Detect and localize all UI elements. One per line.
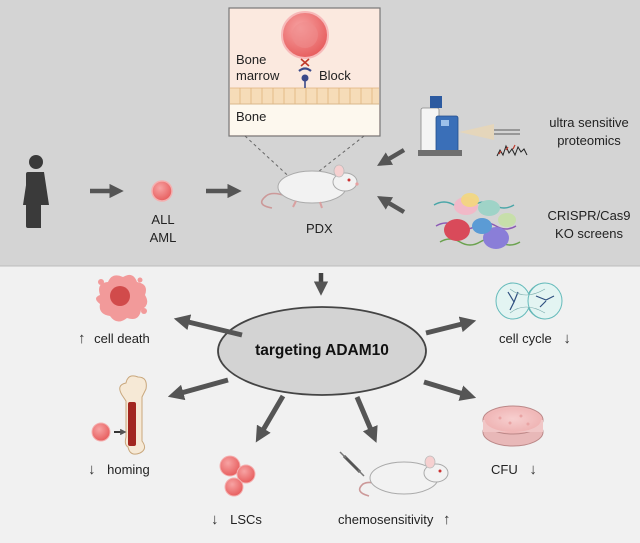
cell-death-direction: ↑ (78, 330, 86, 347)
arrow-to-cell-cycle (425, 316, 477, 336)
cell-death-label: cell death (94, 331, 150, 346)
central-ellipse (217, 306, 427, 396)
crispr-cas9-icon (433, 193, 521, 249)
pdx-label: PDX (306, 221, 333, 236)
pdx-mouse-icon (260, 164, 359, 209)
chemosensitivity-label: chemosensitivity (338, 512, 434, 527)
lscs-label: LSCs (230, 512, 262, 527)
homing-label: homing (107, 462, 150, 477)
arrow-to-lscs (255, 394, 286, 443)
lscs-outcome: ↓ LSCs (211, 512, 262, 528)
cfu-outcome: CFU ↓ (491, 462, 537, 478)
targeting-adam10-label: targeting ADAM10 (255, 342, 389, 359)
crispr-label: CRISPR/Cas9 KO screens (547, 208, 631, 241)
syringe-icon (342, 454, 362, 474)
cfu-direction: ↓ (529, 461, 537, 478)
cell-death-outcome: ↑ cell death (78, 331, 150, 347)
cfu-dish-icon (482, 405, 544, 447)
bone-marrow-label: Bone marrow (236, 52, 280, 83)
cfu-label: CFU (491, 462, 518, 477)
lscs-direction: ↓ (211, 511, 219, 528)
bone-marrow-inset (228, 7, 381, 137)
proteomics-label: ultra sensitive proteomics (549, 115, 629, 148)
cell-cycle-icon (495, 282, 563, 320)
cell-cycle-outcome: cell cycle ↓ (499, 331, 571, 347)
block-label: Block (319, 68, 351, 83)
arrow-to-cfu (423, 379, 477, 401)
cell-cycle-label: cell cycle (499, 331, 552, 346)
arrow-to-homing (167, 377, 229, 401)
arrow-to-cell-death (173, 314, 243, 338)
cell-cycle-direction: ↓ (563, 330, 571, 347)
patient-icon (23, 155, 49, 228)
leukemia-cell-icon (151, 180, 173, 202)
homing-leukemia-cell (91, 422, 111, 442)
leukemia-label: ALL AML (149, 212, 177, 245)
lsc-cells-icon (219, 455, 256, 497)
cell-death-icon (96, 274, 148, 322)
arrow-proteomics-to-pdx (377, 148, 406, 166)
chemosensitivity-outcome: chemosensitivity ↑ (338, 512, 451, 528)
mass-spectrometer-icon (418, 96, 528, 157)
arrow-to-chemosensitivity (354, 396, 378, 443)
adam10-block-icon (298, 58, 312, 88)
homing-outcome: ↓ homing (88, 462, 150, 478)
bone-label: Bone (236, 109, 267, 124)
chemosensitivity-direction: ↑ (443, 511, 451, 528)
homing-direction: ↓ (88, 461, 96, 478)
chemosensitivity-mouse-icon (339, 451, 449, 497)
bone-homing-icon (91, 375, 147, 455)
arrow-crispr-to-pdx (377, 196, 406, 214)
